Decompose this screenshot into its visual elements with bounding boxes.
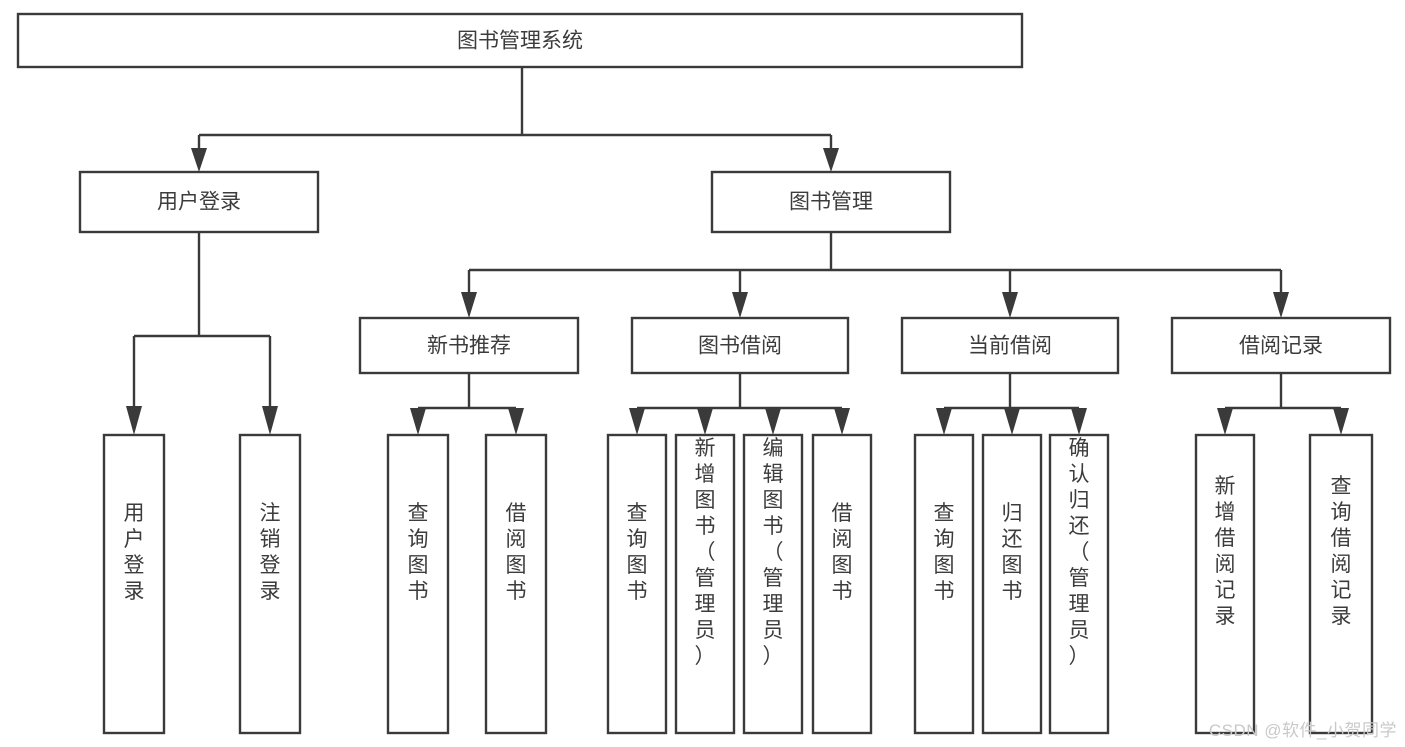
leaf-box-confirm-return[interactable] [1048, 433, 1110, 735]
arrow-head-bm-4 [1273, 292, 1289, 318]
arrow-head-bb-2 [697, 408, 713, 435]
leaf-node-confirm-return[interactable]: 确认归还（管理员） [1048, 433, 1110, 735]
leaf-box-query-book-3[interactable] [913, 433, 975, 735]
leaf-label-query-record: 查询借阅记录 [1331, 475, 1352, 628]
connector-group-new-book [410, 373, 524, 435]
leaf-node-user-login[interactable]: 用户登录 [102, 433, 166, 735]
leaf-box-query-book-2[interactable] [606, 433, 668, 735]
leaf-node-borrow-book-1[interactable]: 借阅图书 [484, 433, 548, 735]
leaf-node-add-book[interactable]: 新增图书（管理员） [674, 433, 736, 735]
node-box-current-borrow[interactable] [900, 316, 1120, 375]
node-book-manage[interactable]: 图书管理 [710, 170, 952, 234]
leaf-node-return-book[interactable]: 归还图书 [981, 433, 1043, 735]
leaf-node-query-book-2[interactable]: 查询图书 [606, 433, 668, 735]
connector-group-record [1217, 373, 1349, 435]
leaf-box-logout[interactable] [238, 433, 302, 735]
leaf-node-edit-book[interactable]: 编辑图书（管理员） [742, 433, 804, 735]
leaf-box-user-login[interactable] [102, 433, 166, 735]
connector-group-borrow [629, 373, 850, 435]
leaf-label-borrow-book-2: 借阅图书 [832, 502, 853, 603]
leaf-node-logout[interactable]: 注销登录 [238, 433, 302, 735]
leaf-box-edit-book[interactable] [742, 433, 804, 735]
leaf-box-query-book-1[interactable] [386, 433, 450, 735]
leaf-node-query-book-1[interactable]: 查询图书 [386, 433, 450, 735]
leaf-box-return-book[interactable] [981, 433, 1043, 735]
arrow-head-root-2 [823, 148, 839, 172]
arrow-head-ul-2 [262, 406, 278, 435]
arrow-head-bb-1 [629, 408, 645, 435]
leaf-node-query-record[interactable]: 查询借阅记录 [1308, 433, 1374, 735]
arrow-head-ul-1 [126, 406, 142, 435]
leaf-label-confirm-return: 确认归还（管理员） [1069, 437, 1090, 668]
leaf-box-add-record[interactable] [1194, 433, 1256, 735]
node-box-book-borrow[interactable] [630, 316, 850, 375]
leaf-box-borrow-book-2[interactable] [811, 433, 873, 735]
leaf-label-borrow-book-1: 借阅图书 [506, 502, 527, 603]
leaf-label-return-book: 归还图书 [1002, 502, 1023, 603]
node-label-borrow-record: 借阅记录 [1239, 335, 1323, 358]
arrow-head-bb-4 [834, 408, 850, 435]
leaf-node-borrow-book-2[interactable]: 借阅图书 [811, 433, 873, 735]
arrow-head-root-1 [191, 148, 207, 172]
arrow-head-bm-3 [1002, 292, 1018, 318]
leaf-label-logout: 注销登录 [260, 502, 281, 603]
connector-group-root [191, 67, 839, 172]
arrow-head-bm-2 [732, 292, 748, 318]
connector-group-book-manage [461, 232, 1289, 318]
node-box-new-book-recommend[interactable] [358, 316, 580, 375]
node-new-book-recommend[interactable]: 新书推荐 [358, 316, 580, 375]
arrow-head-bm-1 [461, 292, 477, 318]
arrow-head-cb-1 [936, 408, 952, 435]
arrow-head-cb-2 [1004, 408, 1020, 435]
node-book-borrow[interactable]: 图书借阅 [630, 316, 850, 375]
arrow-head-cb-3 [1071, 408, 1087, 435]
connector-group-current [936, 373, 1087, 435]
leaf-box-borrow-book-1[interactable] [484, 433, 548, 735]
leaf-label-edit-book: 编辑图书（管理员） [763, 437, 784, 668]
node-box-borrow-record[interactable] [1170, 316, 1392, 375]
leaf-label-query-book-3: 查询图书 [934, 502, 955, 603]
arrow-head-bb-3 [765, 408, 781, 435]
connector-group-user-login [126, 232, 278, 435]
leaf-node-query-book-3[interactable]: 查询图书 [913, 433, 975, 735]
node-box-book-manage[interactable] [710, 170, 952, 234]
node-root-system[interactable]: 图书管理系统 [16, 12, 1024, 69]
node-user-login[interactable]: 用户登录 [78, 170, 320, 234]
node-label-book-borrow: 图书借阅 [698, 335, 782, 358]
leaf-box-query-record[interactable] [1308, 433, 1374, 735]
leaf-box-add-book[interactable] [674, 433, 736, 735]
leaf-label-add-record: 新增借阅记录 [1215, 475, 1236, 628]
node-borrow-record[interactable]: 借阅记录 [1170, 316, 1392, 375]
node-box-user-login[interactable] [78, 170, 320, 234]
leaf-label-query-book-1: 查询图书 [408, 502, 429, 603]
arrow-head-nb-1 [410, 408, 426, 435]
arrow-head-br-1 [1217, 408, 1233, 435]
node-label-new-book-recommend: 新书推荐 [427, 335, 511, 358]
arrow-head-br-2 [1333, 408, 1349, 435]
node-current-borrow[interactable]: 当前借阅 [900, 316, 1120, 375]
node-label-user-login: 用户登录 [157, 191, 241, 214]
node-label-current-borrow: 当前借阅 [968, 335, 1052, 358]
leaf-label-add-book: 新增图书（管理员） [695, 437, 716, 668]
arrow-head-nb-2 [508, 408, 524, 435]
csdn-watermark: CSDN @软件_小贺同学 [1208, 721, 1397, 740]
node-label-book-manage: 图书管理 [789, 191, 873, 214]
node-box-root[interactable] [16, 12, 1024, 69]
node-label-root: 图书管理系统 [457, 30, 583, 53]
leaf-node-add-record[interactable]: 新增借阅记录 [1194, 433, 1256, 735]
leaf-label-query-book-2: 查询图书 [627, 502, 648, 603]
leaf-label-user-login: 用户登录 [124, 502, 145, 603]
